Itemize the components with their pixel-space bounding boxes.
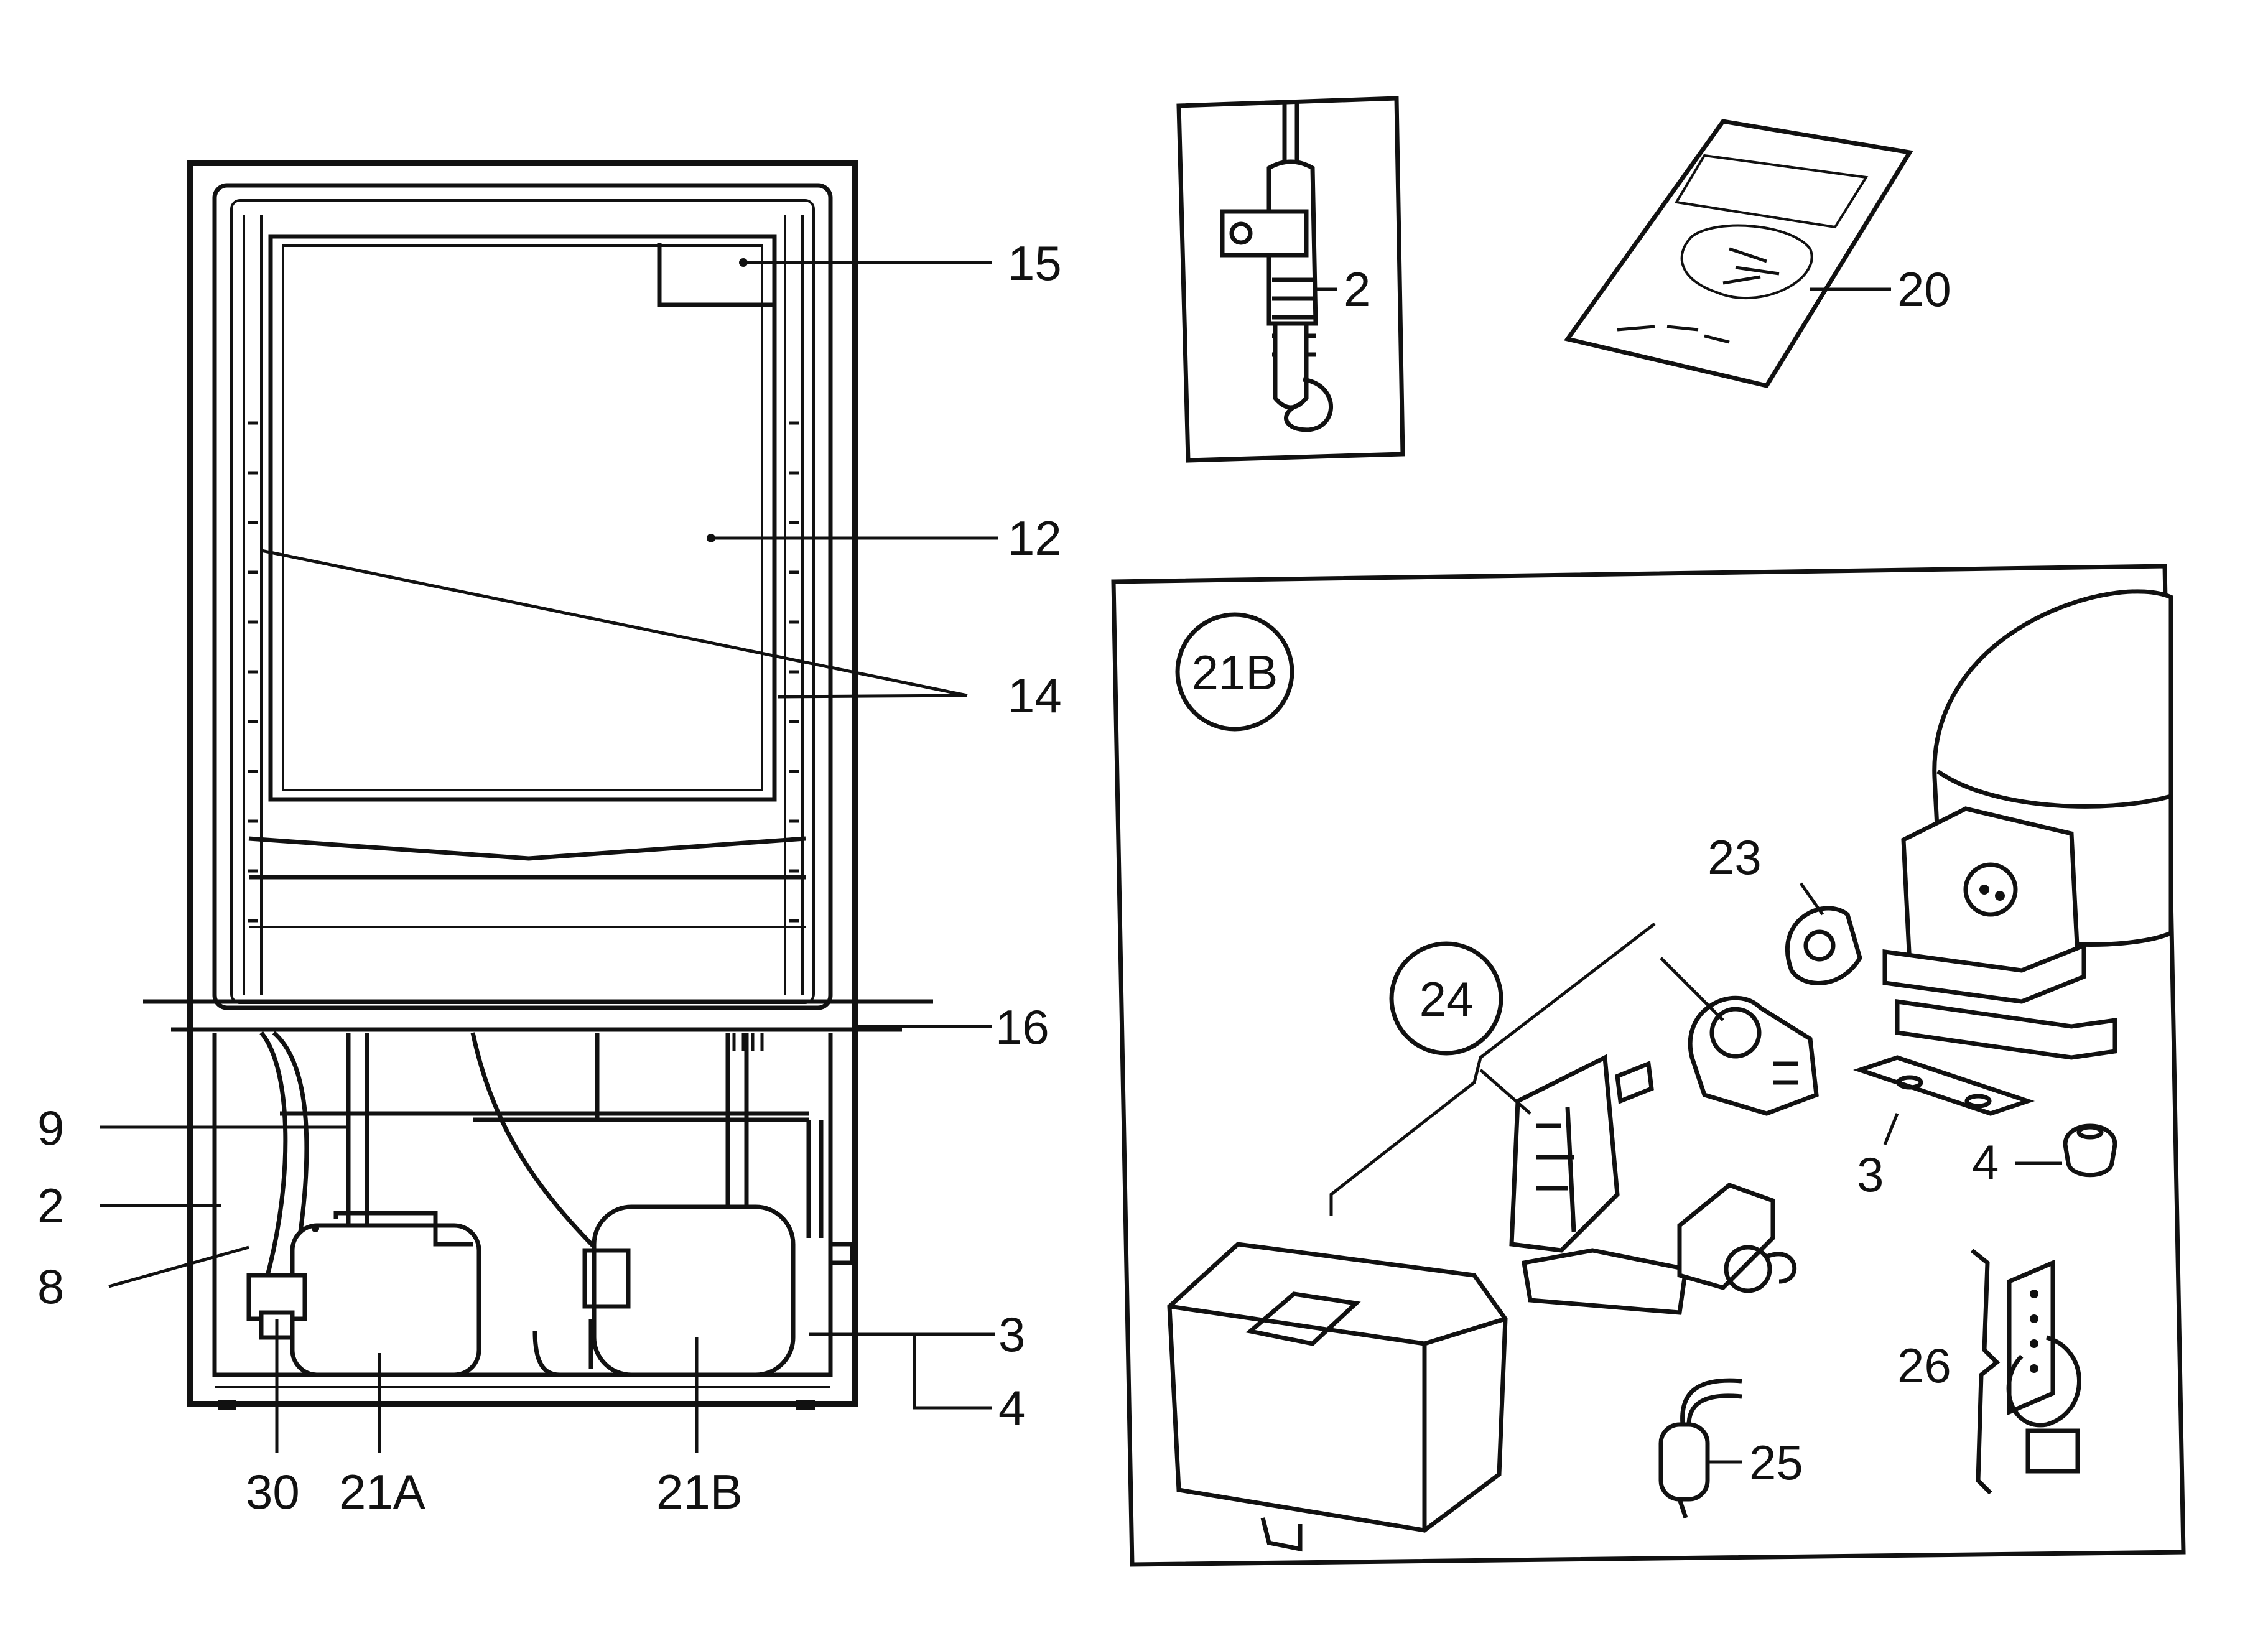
- callout-16: 16: [995, 1000, 1049, 1054]
- inset-probe: 2: [1176, 96, 1405, 463]
- callout-21b: 21B: [656, 1464, 743, 1519]
- callout-3: 3: [998, 1307, 1025, 1362]
- callout-9: 9: [37, 1100, 64, 1155]
- callout-15: 15: [1008, 236, 1062, 291]
- fridge-cabinet: [143, 160, 933, 1410]
- callout-25: 25: [1749, 1435, 1803, 1490]
- callout-24: 24: [1420, 972, 1474, 1026]
- callout-30: 30: [246, 1464, 300, 1519]
- callout-8: 8: [37, 1259, 64, 1314]
- callout-2: 2: [37, 1178, 64, 1233]
- callout-probe-2: 2: [1344, 262, 1370, 317]
- callout-14: 14: [1008, 668, 1062, 723]
- callout-manual-20: 20: [1897, 262, 1951, 317]
- callout-4: 4: [998, 1380, 1025, 1435]
- fridge-callouts: 15 12 14 16 9 2 8 3 4 30 21A 21B: [37, 236, 1062, 1519]
- callout-detail-4: 4: [1972, 1135, 1999, 1189]
- callout-21a: 21A: [339, 1464, 425, 1519]
- inset-manual: 20: [1564, 119, 1951, 388]
- callout-23: 23: [1708, 830, 1762, 885]
- callout-12: 12: [1008, 511, 1062, 565]
- detail-panel-21b: 21B 23 3 4 24: [1111, 564, 2186, 1567]
- callout-detail-3: 3: [1857, 1147, 1884, 1202]
- callout-26: 26: [1897, 1338, 1951, 1393]
- detail-title-21b: 21B: [1192, 645, 1278, 700]
- fridge-leader-lines: [100, 261, 998, 1453]
